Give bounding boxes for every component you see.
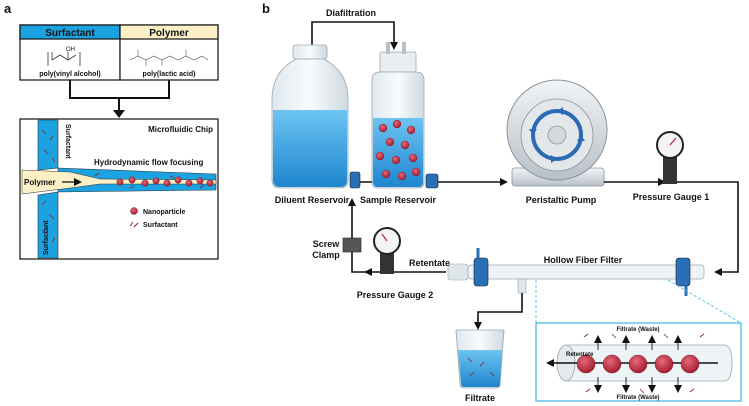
filtrate-beaker xyxy=(455,329,505,389)
screw-clamp-label-1: Screw xyxy=(313,239,341,249)
surfactant-bottom-label: Surfactant xyxy=(43,220,50,255)
connector-lines xyxy=(69,80,170,112)
polymer-header: Polymer xyxy=(149,28,189,39)
screw-clamp-icon xyxy=(342,237,362,253)
peristaltic-pump xyxy=(506,79,608,187)
surfactant-header: Surfactant xyxy=(45,28,95,39)
legend-surfactant-icon xyxy=(129,221,139,228)
tube-return-sample xyxy=(348,198,366,273)
panel-a-letter: a xyxy=(4,1,12,16)
pressure-gauge-2-icon xyxy=(373,227,401,274)
nanoparticles xyxy=(116,176,214,187)
inset-retentate-label: Retentate xyxy=(566,352,594,358)
hollow-fiber-filter-label: Hollow Fiber Filter xyxy=(544,255,623,265)
diluent-reservoir-bottle xyxy=(271,44,349,189)
inset-filtrate-bottom-label: Filtrate (Waste) xyxy=(616,395,659,401)
pva-name: poly(vinyl alcohol) xyxy=(39,71,100,78)
valve-1-icon xyxy=(349,171,361,189)
pva-structure-icon xyxy=(47,52,81,66)
diafiltration-label: Diafiltration xyxy=(326,8,376,18)
chip-title: Microfluidic Chip xyxy=(148,125,213,134)
retentate-label: Retentate xyxy=(409,258,450,268)
filtrate-label: Filtrate xyxy=(465,393,495,403)
peristaltic-pump-label: Peristaltic Pump xyxy=(526,195,597,205)
microfluidic-chip: Microfluidic Chip Surfactant Surfactant … xyxy=(19,118,219,260)
sample-reservoir-label: Sample Reservoir xyxy=(360,195,437,205)
flow-focusing-label: Hydrodynamic flow focusing xyxy=(94,158,203,167)
zoom-lines xyxy=(535,279,742,324)
pla-name: poly(lactic acid) xyxy=(143,71,196,78)
pva-oh: OH xyxy=(66,47,75,53)
polymer-inlet-label: Polymer xyxy=(24,178,56,187)
diluent-reservoir-label: Diluent Reservoir xyxy=(275,195,350,205)
surfactant-molecules xyxy=(41,129,205,243)
inset-filtrate-top-label: Filtrate (Waste) xyxy=(616,327,659,333)
pla-structure-icon xyxy=(129,50,209,66)
down-arrow-icon xyxy=(113,110,125,118)
screw-clamp-label-2: Clamp xyxy=(312,250,340,260)
tube-gauge1-filter xyxy=(677,181,739,276)
pressure-gauge-1-label: Pressure Gauge 1 xyxy=(633,192,710,202)
surfactant-top-label: Surfactant xyxy=(64,124,71,159)
valve-2-icon xyxy=(425,173,439,189)
tube-filtrate xyxy=(474,293,523,330)
pressure-gauge-2-label: Pressure Gauge 2 xyxy=(357,290,434,300)
legend-nanoparticle-icon xyxy=(130,207,138,215)
legend-surfactant: Surfactant xyxy=(143,222,178,229)
pressure-gauge-1-icon xyxy=(656,131,684,184)
legend-nanoparticle: Nanoparticle xyxy=(143,209,186,216)
materials-table: Surfactant Polymer OH poly(vinyl alcohol… xyxy=(19,24,219,81)
hollow-fiber-inset xyxy=(535,322,742,402)
sample-reservoir-vessel xyxy=(371,42,425,189)
panel-b-letter: b xyxy=(262,1,270,16)
